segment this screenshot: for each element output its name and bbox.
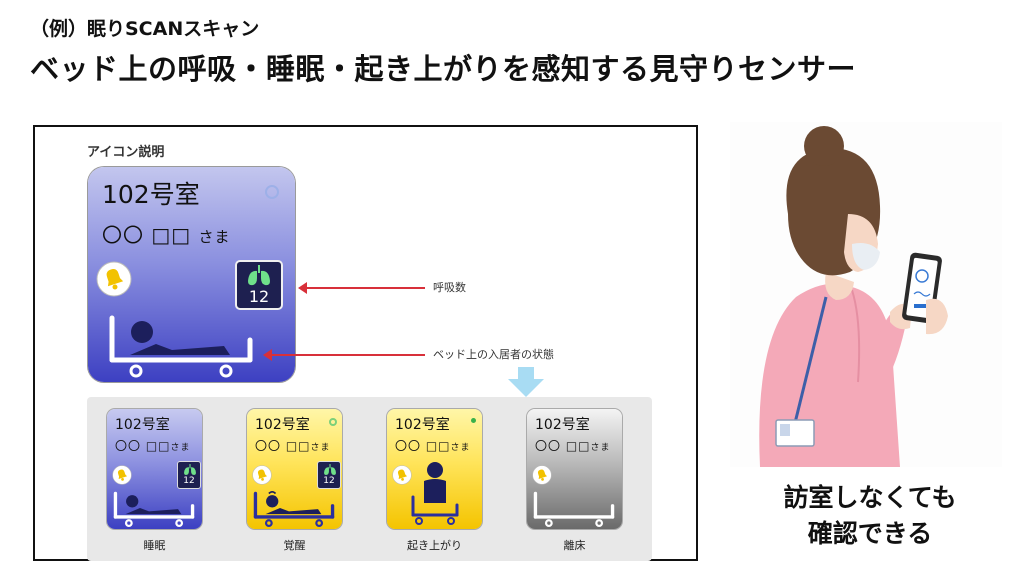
breath-count: 12 [183,476,195,486]
state-label-out-of-bed: 離床 [563,539,586,552]
status-dot-icon [265,185,279,199]
bell-icon[interactable] [251,464,273,490]
honorific: さま [310,443,331,453]
honorific: さま [590,443,611,453]
resident-name-text: 〇〇 □□ [102,223,192,247]
bell-icon[interactable] [391,464,413,490]
room-number: 102号室 [102,180,200,209]
legend-room-card[interactable]: 102号室 〇〇 □□ さま 12 [88,167,295,382]
state-card-out-of-bed[interactable]: 102号室 〇〇 □□さま [527,409,622,529]
resident-name: 〇〇 □□さま [395,437,471,454]
bell-icon[interactable] [111,464,133,490]
room-number: 102号室 [535,417,590,433]
legend-title: アイコン説明 [87,145,165,160]
state-card-sleep[interactable]: 102号室 〇〇 □□さま 12 [107,409,202,529]
state-annotation-arrow [263,349,425,361]
room-number: 102号室 [115,417,170,433]
status-dot-icon [329,418,337,426]
room-number: 102号室 [395,417,450,433]
honorific: さま [170,443,191,453]
resident-name-text: 〇〇 □□ [115,439,171,453]
benefit-caption-line1: 訪室しなくても [783,483,957,512]
nurse-illustration [730,122,1002,467]
resident-name: 〇〇 □□さま [255,437,331,454]
resident-name-text: 〇〇 □□ [535,439,591,453]
bell-icon[interactable] [94,259,134,303]
room-number: 102号室 [255,417,310,433]
breath-count-badge: 12 [235,260,283,310]
state-panel: 102号室 〇〇 □□さま 12 睡眠 102号室 〇〇 □□さま [87,397,652,561]
benefit-caption: 訪室しなくても 確認できる [740,480,1000,552]
resident-name-text: 〇〇 □□ [395,439,451,453]
resident-name: 〇〇 □□ さま [102,219,231,248]
resident-name: 〇〇 □□さま [535,437,611,454]
state-label-awake: 覚醒 [283,539,306,552]
lungs-icon [184,464,196,475]
breath-count-badge: 12 [317,461,341,489]
status-dot-icon [471,418,476,423]
down-arrow-icon [508,367,544,397]
lungs-icon [248,265,270,286]
resident-name-text: 〇〇 □□ [255,439,311,453]
bed-awake-icon [253,490,335,527]
benefit-caption-line2: 確認できる [807,519,933,548]
page-title: ベッド上の呼吸・睡眠・起き上がりを感知する見守りセンサー [30,52,857,86]
breath-count: 12 [248,287,270,306]
screenshot-frame: アイコン説明 102号室 〇〇 □□ さま 12 [33,125,698,561]
state-card-awake[interactable]: 102号室 〇〇 □□さま 12 [247,409,342,529]
honorific: さま [198,228,231,246]
state-label-sleep: 睡眠 [143,539,166,552]
state-annotation-label: ベッド上の入居者の状態 [433,348,554,361]
breath-annotation-arrow [298,282,425,294]
breath-count-badge: 12 [177,461,201,489]
resident-name: 〇〇 □□さま [115,437,191,454]
person-sitting-icon [411,462,459,525]
bed-person-icon [109,315,253,378]
bed-sleeping-icon [113,491,195,527]
lungs-icon [324,464,336,475]
bell-icon[interactable] [531,464,553,490]
state-card-sitting-up[interactable]: 102号室 〇〇 □□さま [387,409,482,529]
empty-bed-icon [533,491,615,527]
page-subtitle: （例）眠りSCANスキャン [30,18,260,40]
honorific: さま [450,443,471,453]
state-label-sitting-up: 起き上がり [407,539,462,552]
breath-count: 12 [323,476,335,486]
breath-annotation-label: 呼吸数 [433,281,466,294]
